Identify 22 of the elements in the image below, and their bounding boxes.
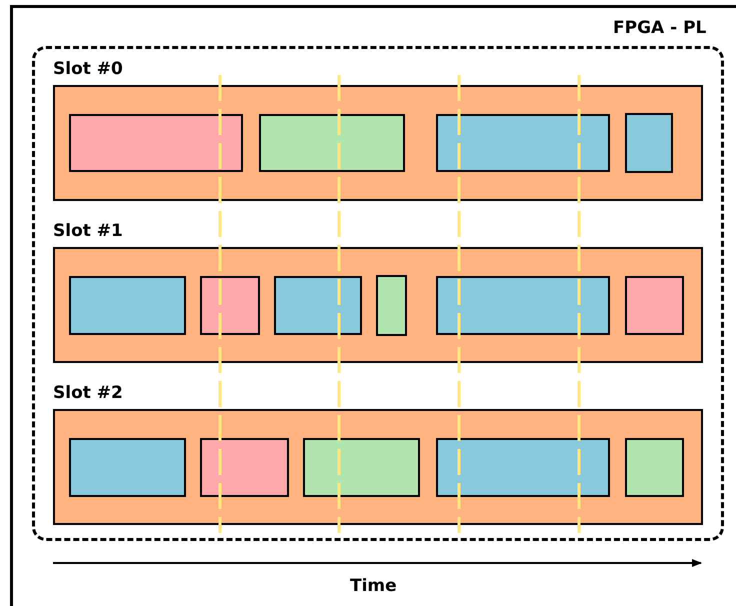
slot-label: Slot #2 xyxy=(53,383,123,403)
axis-label: Time xyxy=(350,576,397,596)
task-block xyxy=(274,276,362,335)
task-block xyxy=(376,275,407,336)
task-block xyxy=(625,438,684,497)
task-block xyxy=(625,113,673,173)
task-block xyxy=(69,114,243,172)
task-block xyxy=(69,438,186,497)
task-block xyxy=(436,438,610,497)
slot-label: Slot #0 xyxy=(53,59,123,79)
slot-label: Slot #1 xyxy=(53,221,123,241)
task-block xyxy=(200,276,260,335)
task-block xyxy=(436,114,610,172)
fpga-frame xyxy=(10,5,736,606)
task-block xyxy=(69,276,186,335)
task-block xyxy=(303,438,420,497)
dashed-region xyxy=(32,46,724,541)
task-block xyxy=(436,276,610,335)
task-block xyxy=(200,438,289,497)
task-block xyxy=(259,114,405,172)
task-block xyxy=(625,276,684,335)
frame-title: FPGA - PL xyxy=(613,18,706,38)
